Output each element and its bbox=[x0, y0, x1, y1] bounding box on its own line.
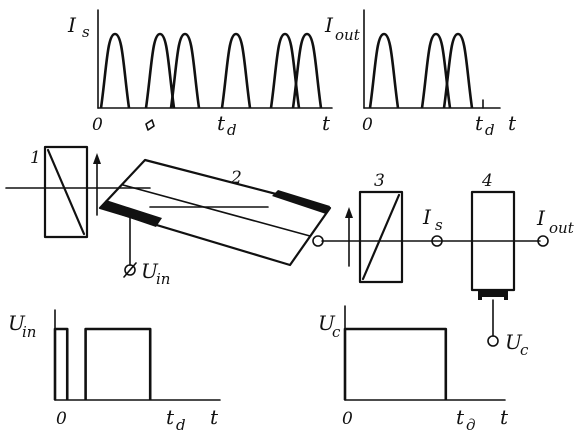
plot-is-td: t bbox=[217, 111, 226, 135]
analyzer-3: 3 bbox=[358, 171, 404, 284]
is-pulse bbox=[99, 32, 131, 109]
schematic: 1 2 U in 3 bbox=[5, 145, 575, 359]
modulator-2-midline bbox=[122, 184, 311, 237]
uin-terminal-circle bbox=[124, 264, 136, 276]
plot-uin-waveform bbox=[53, 327, 152, 400]
is-node bbox=[431, 235, 443, 247]
polarizer-1-diagonal bbox=[46, 148, 86, 236]
plot-uc-origin: 0 bbox=[342, 409, 353, 429]
modulator-2-electrode-top bbox=[272, 190, 330, 214]
plot-iout-label: I bbox=[324, 13, 334, 37]
plot-uc: U c 0 t д t bbox=[318, 305, 509, 433]
analyzer-3-box bbox=[358, 190, 404, 284]
plot-iout-label-sub: out bbox=[335, 26, 361, 44]
plot-uin-td-sub: d bbox=[176, 416, 186, 433]
uin-terminal: U in bbox=[123, 217, 170, 288]
plot-is-origin: 0 bbox=[92, 115, 103, 135]
modulator-2-electrode-bottom bbox=[100, 200, 162, 227]
iout-node-label: I bbox=[536, 206, 546, 230]
plot-uc-waveform bbox=[343, 327, 448, 400]
is-pulse bbox=[291, 32, 323, 109]
is-pulse bbox=[269, 32, 301, 109]
plot-uin-label: U bbox=[8, 311, 26, 335]
plot-is-td-sub: d bbox=[227, 121, 237, 139]
plot-is-mark bbox=[145, 119, 155, 131]
block-4-number: 4 bbox=[481, 171, 493, 191]
plot-iout-pulses bbox=[368, 32, 474, 109]
plot-iout-td: t bbox=[475, 111, 484, 135]
uc-terminal-label: U bbox=[505, 330, 523, 354]
plot-uc-label-sub: c bbox=[332, 323, 341, 341]
is-node-label-sub: s bbox=[435, 216, 443, 234]
block-2-number: 2 bbox=[230, 168, 242, 188]
polarizer-1-box bbox=[43, 145, 89, 239]
is-pulse bbox=[169, 32, 201, 109]
plot-uin-td: t bbox=[166, 405, 175, 429]
plot-is-label: I bbox=[67, 13, 77, 37]
iout-pulse bbox=[442, 32, 474, 109]
is-node-label: I bbox=[422, 205, 432, 229]
modulator-2: 2 bbox=[98, 158, 332, 267]
iout-node-label-sub: out bbox=[549, 219, 575, 237]
plot-uc-t: t bbox=[500, 405, 509, 429]
modulator-2-body bbox=[98, 158, 332, 267]
polarization-arrow-3 bbox=[345, 207, 353, 267]
plot-uc-td-sub: д bbox=[466, 416, 476, 433]
gate-4: 4 U c bbox=[470, 171, 529, 359]
uc-terminal-label-sub: c bbox=[520, 341, 529, 359]
plot-uin-t: t bbox=[210, 405, 219, 429]
output-node bbox=[537, 235, 549, 247]
plot-uin: U in 0 t d t bbox=[8, 309, 221, 433]
plot-is: I s 0 t d t bbox=[67, 9, 333, 139]
plot-is-t: t bbox=[322, 111, 331, 135]
analyzer-3-diagonal bbox=[361, 193, 401, 281]
plot-uc-td: t bbox=[456, 405, 465, 429]
output-node-2 bbox=[312, 235, 324, 247]
block-3-number: 3 bbox=[374, 171, 385, 191]
is-pulse bbox=[220, 32, 252, 109]
plot-iout-td-sub: d bbox=[485, 121, 495, 139]
plot-iout-origin: 0 bbox=[362, 115, 373, 135]
iout-pulse bbox=[420, 32, 452, 109]
gate-4-base-gap bbox=[482, 297, 504, 301]
plot-iout-t: t bbox=[508, 111, 517, 135]
uin-terminal-slash bbox=[123, 262, 137, 278]
polarizer-1: 1 bbox=[30, 145, 89, 239]
block-1-number: 1 bbox=[30, 148, 41, 168]
uin-terminal-label: U bbox=[141, 259, 159, 283]
plot-uin-label-sub: in bbox=[22, 323, 36, 341]
is-pulse bbox=[144, 32, 176, 109]
plot-uc-label: U bbox=[318, 311, 336, 335]
polarization-arrow-1 bbox=[93, 153, 101, 216]
uin-terminal-label-sub: in bbox=[156, 270, 170, 288]
plot-is-label-sub: s bbox=[82, 23, 90, 41]
plot-uin-origin: 0 bbox=[56, 409, 67, 429]
polarization-arrow-1-head bbox=[93, 153, 101, 164]
iout-pulse bbox=[368, 32, 400, 109]
uc-terminal-circle bbox=[487, 335, 499, 347]
gate-4-base bbox=[478, 290, 508, 300]
plot-is-pulses bbox=[99, 32, 323, 109]
plot-iout: I out 0 t d t bbox=[324, 9, 517, 139]
polarization-arrow-3-head bbox=[345, 207, 353, 218]
